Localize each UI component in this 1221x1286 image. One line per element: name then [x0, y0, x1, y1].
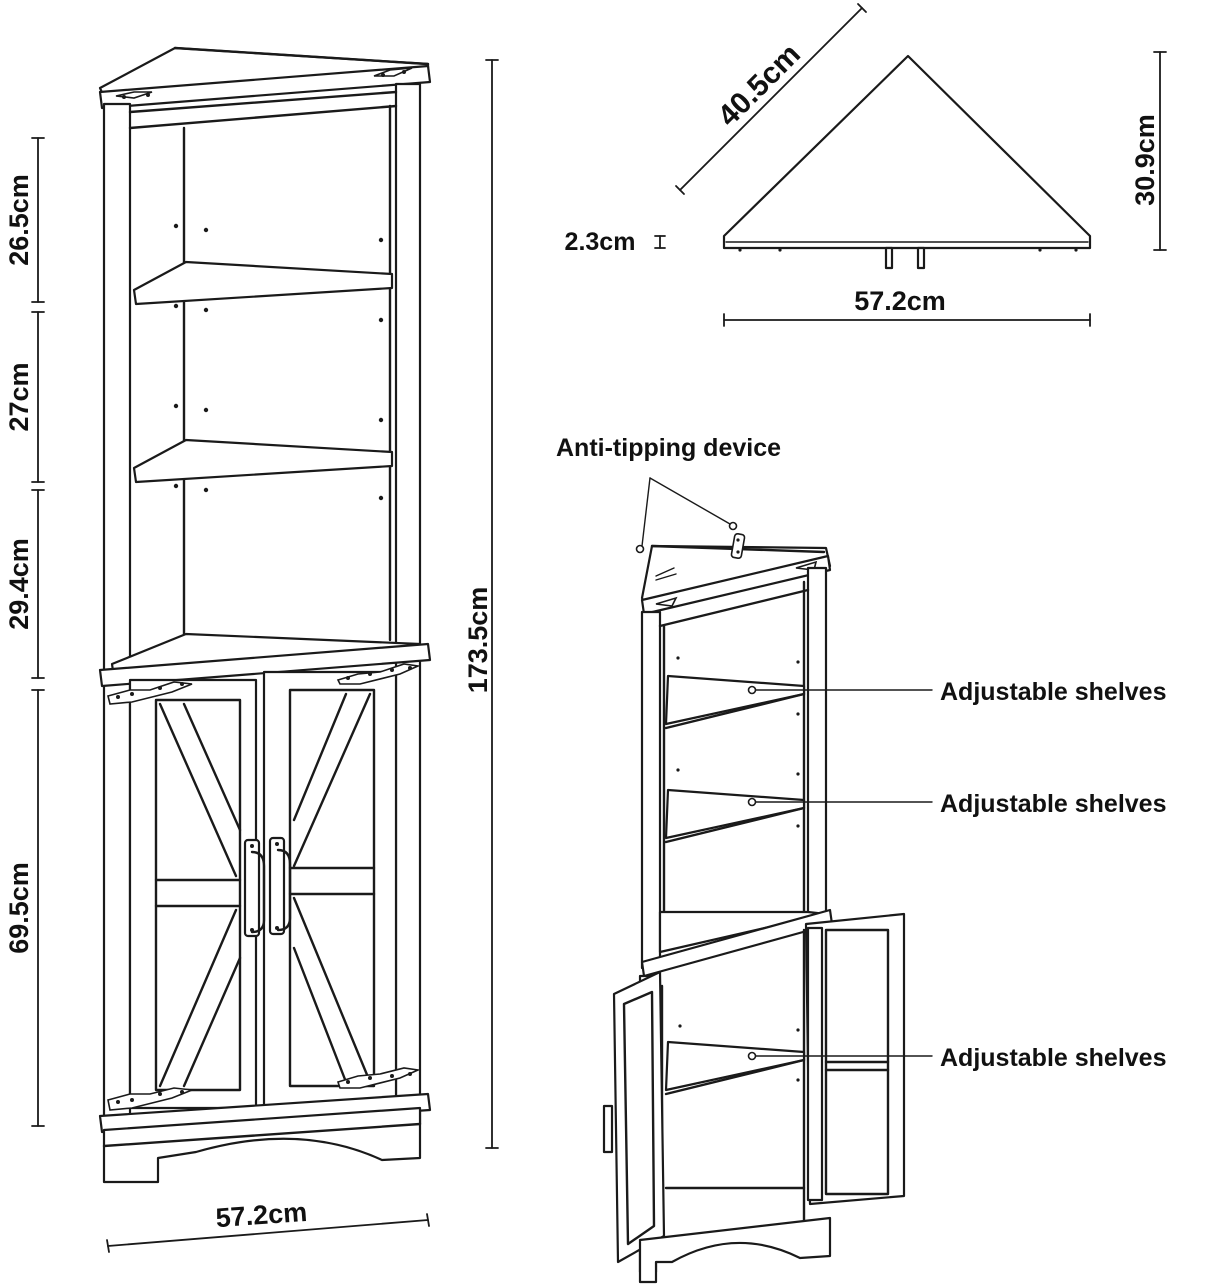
dim-front-width: 57.2cm	[215, 1197, 308, 1233]
dim-cabinet: 69.5cm	[4, 862, 34, 954]
door-hinges	[107, 663, 421, 1111]
dim-shelf-mid: 27cm	[4, 362, 34, 431]
front-view-cabinet	[98, 46, 432, 1184]
callout-shelf-1: Adjustable shelves	[940, 678, 1166, 706]
right-door	[262, 670, 398, 1108]
angled-left-door	[602, 970, 666, 1264]
door-handles	[243, 836, 292, 938]
top-brackets	[115, 67, 413, 99]
dim-top-thickness: 2.3cm	[565, 228, 636, 256]
dim-top-diagonal: 40.5cm	[712, 38, 807, 133]
callout-anti-tipping: Anti-tipping device	[556, 434, 781, 462]
left-door	[128, 678, 258, 1110]
angled-right-door	[804, 912, 906, 1206]
dim-shelf-low: 29.4cm	[4, 538, 34, 630]
top-view-panel	[722, 54, 1092, 270]
callout-leaders	[635, 477, 933, 1061]
callout-shelf-2: Adjustable shelves	[940, 790, 1166, 818]
front-dimension-lines	[31, 59, 499, 1253]
dim-top-depth: 30.9cm	[1130, 114, 1160, 206]
dim-top-width: 57.2cm	[854, 286, 946, 316]
callout-shelf-3: Adjustable shelves	[940, 1044, 1166, 1072]
dim-total-height: 173.5cm	[463, 587, 493, 694]
dim-shelf-top: 26.5cm	[4, 174, 34, 266]
top-dimension-lines	[654, 3, 1167, 327]
angled-view-cabinet	[602, 532, 906, 1284]
